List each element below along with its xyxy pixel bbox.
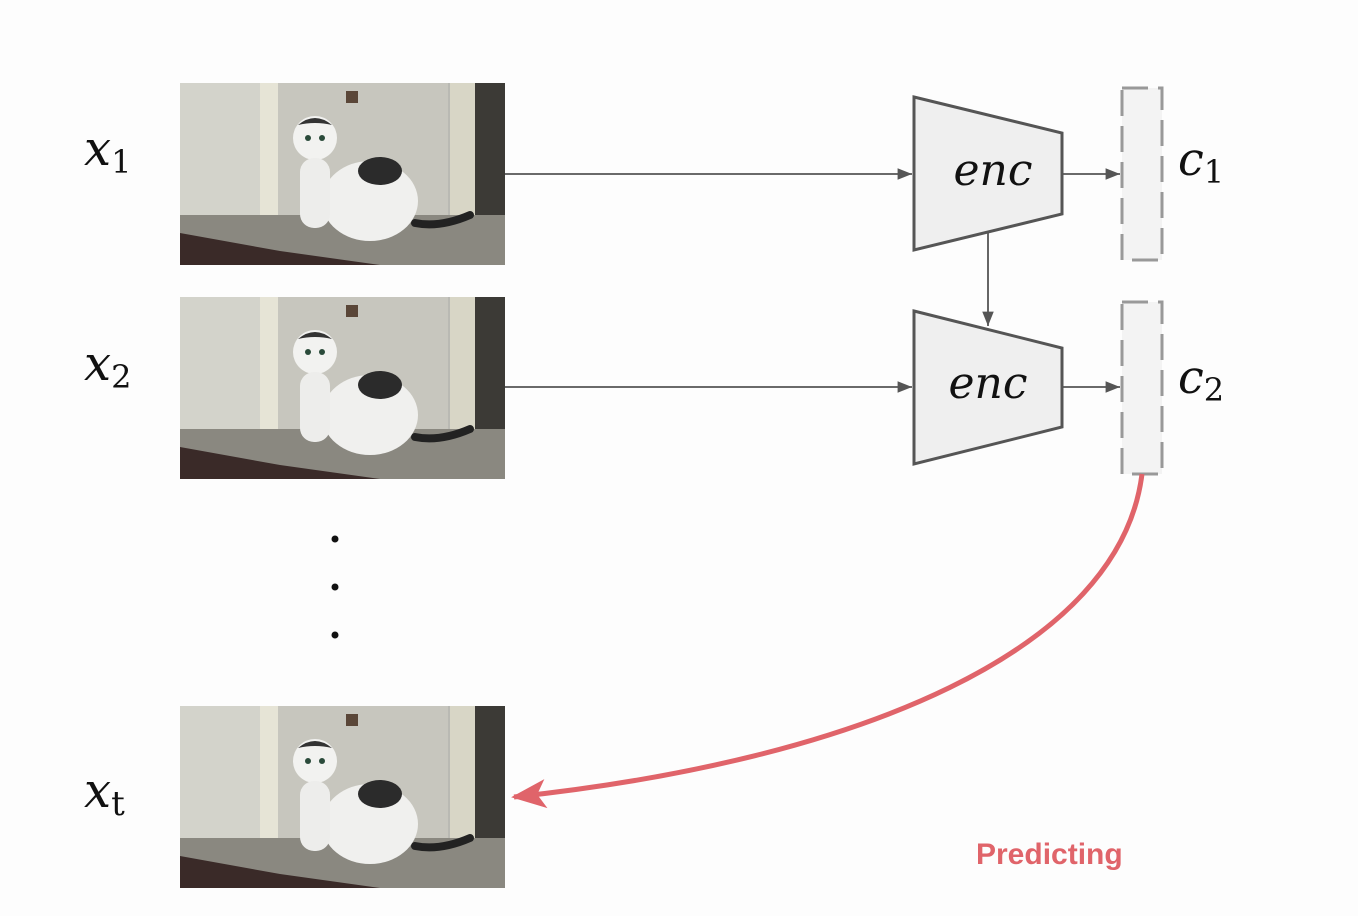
- frame-label-x1: x1: [84, 121, 131, 181]
- predicting-label: Predicting: [976, 838, 1123, 871]
- encoder-1-label: enc: [953, 145, 1032, 196]
- prediction-arrow: [511, 473, 1145, 809]
- context-vector-c2: [1120, 300, 1164, 476]
- encoder-2-label: enc: [948, 358, 1027, 409]
- vertical-ellipsis: [331, 535, 339, 639]
- encoder-1: [912, 95, 1064, 252]
- frame-image-2: [180, 297, 505, 479]
- context-label-c1: c1: [1178, 132, 1224, 191]
- frame-label-x2: x2: [84, 336, 131, 396]
- frame-image-1: [180, 83, 505, 265]
- frame-image-t: [180, 706, 505, 888]
- context-vector-c1: [1120, 86, 1164, 262]
- encoder-2: [912, 309, 1064, 466]
- frame-label-xt: xt: [84, 763, 125, 824]
- context-label-c2: c2: [1178, 350, 1224, 409]
